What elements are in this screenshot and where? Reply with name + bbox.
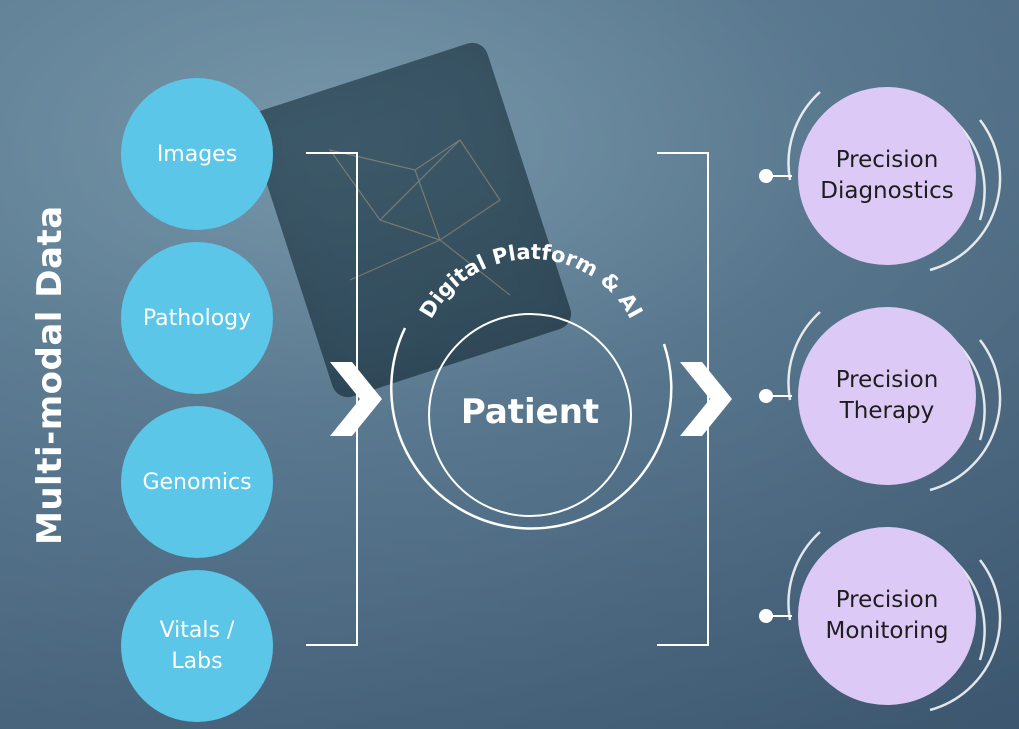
- input-images: Images: [121, 78, 273, 230]
- center-rings: [390, 313, 673, 530]
- connector-dot-therapy: [759, 389, 773, 403]
- right-bracket: [657, 152, 709, 646]
- input-pathology: Pathology: [121, 242, 273, 394]
- connector-dot-monitoring: [759, 609, 773, 623]
- patient-label: Patient: [460, 392, 600, 432]
- output-precision-therapy: Precision Therapy: [798, 307, 976, 485]
- output-precision-monitoring-label: Precision Monitoring: [825, 587, 949, 644]
- connector-dot-diagnostics: [759, 169, 773, 183]
- left-bracket: [306, 152, 358, 646]
- digital-platform-ai-label: Digital Platform & AI: [415, 240, 647, 323]
- output-precision-monitoring: Precision Monitoring: [798, 527, 976, 705]
- input-vitals-labs: Vitals / Labs: [121, 570, 273, 722]
- output-precision-therapy-label: Precision Therapy: [835, 367, 939, 424]
- chevron-right-icon: [680, 362, 732, 436]
- input-genomics: Genomics: [121, 406, 273, 558]
- chevron-right-icon: [330, 362, 382, 436]
- tablet-network-lines: [328, 139, 511, 296]
- output-precision-diagnostics-label: Precision Diagnostics: [820, 147, 954, 204]
- output-precision-diagnostics: Precision Diagnostics: [798, 87, 976, 265]
